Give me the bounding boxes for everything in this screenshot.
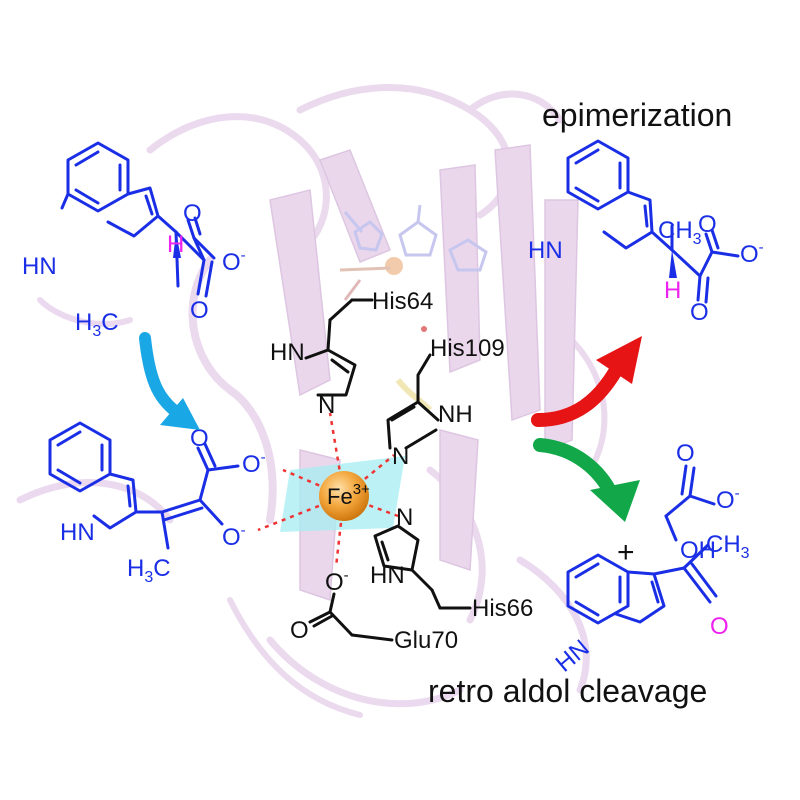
substrate1-h3c-label: H3C <box>75 309 119 340</box>
iron-ion-sphere <box>319 471 369 521</box>
substrate1-hn-label: HN <box>22 253 57 280</box>
glycolate-oh-label: OH <box>680 537 716 564</box>
his64-nh-label: HN <box>270 339 305 366</box>
glu70-o-minus-label: O- <box>325 567 349 596</box>
epimer-hn-label: HN <box>528 237 563 264</box>
enolate-h3c-label: H3C <box>127 555 171 586</box>
glu70-label: Glu70 <box>394 627 458 654</box>
his66-n-label: N <box>396 504 413 531</box>
his109-label: His109 <box>430 335 505 362</box>
arrow-green-retro-aldol <box>533 438 640 522</box>
acetylindole-ch3-label: CH3 <box>706 531 750 562</box>
epimerization-label: epimerization <box>542 97 732 133</box>
background-water <box>421 326 427 332</box>
substrate1-o-top-label: O <box>183 200 202 227</box>
epimer-o-top-label: O <box>698 211 717 238</box>
enolate-intermediate: HN O O- O- H3C <box>48 421 266 586</box>
epimer-o-minus-label: O- <box>740 239 764 268</box>
plus-sign: + <box>617 536 635 569</box>
substrate1-o-ketone-label: O <box>190 297 209 324</box>
substrate-top-left: HN H O O- O H3C <box>22 141 246 340</box>
epimer-ch3-label: CH3 <box>658 217 702 248</box>
his64-n-label: N <box>318 392 335 419</box>
arrow-blue-deprotonation <box>139 332 200 430</box>
acetylindole-product: HN CH3 O <box>551 531 750 678</box>
enolate-o-minus-lower-label: O- <box>222 522 246 551</box>
glu70-o-label: O <box>290 617 309 644</box>
histidine-64: HN N His64 <box>270 288 433 419</box>
epimer-product: HN CH3 O O- H O <box>528 139 764 326</box>
substrate1-o-minus-label: O- <box>222 247 246 276</box>
background-iron-sphere <box>385 257 403 275</box>
his66-nh-label: HN <box>370 562 405 589</box>
acetylindole-o-label: O <box>710 613 729 640</box>
his109-n-label: N <box>392 443 409 470</box>
substrate1-h-label: H <box>167 231 184 258</box>
epimer-o-ketone-label: O <box>690 299 709 326</box>
iron-label: Fe3+ <box>327 481 370 509</box>
his109-nh-label: NH <box>438 401 473 428</box>
glycolate-o-top-label: O <box>676 440 695 467</box>
iron-center: Fe3+ <box>257 412 399 568</box>
enolate-o-minus-upper-label: O- <box>242 449 266 478</box>
enolate-hn-label: HN <box>60 519 95 546</box>
arrow-red-epimerization <box>531 336 642 427</box>
glutamate-70: O- O Glu70 <box>290 567 458 654</box>
histidine-109: N NH His109 <box>386 335 505 470</box>
his64-label: His64 <box>372 288 433 315</box>
epimer-h-label: H <box>664 277 681 304</box>
his66-label: His66 <box>472 595 533 622</box>
enolate-o-top-label: O <box>190 425 209 452</box>
histidine-66: N HN His66 <box>370 504 533 622</box>
active-site-stick-model <box>343 204 488 272</box>
glycolate-product: O O- OH <box>664 440 740 564</box>
glycolate-o-minus-label: O- <box>716 485 740 514</box>
retro-aldol-label: retro aldol cleavage <box>428 673 707 709</box>
